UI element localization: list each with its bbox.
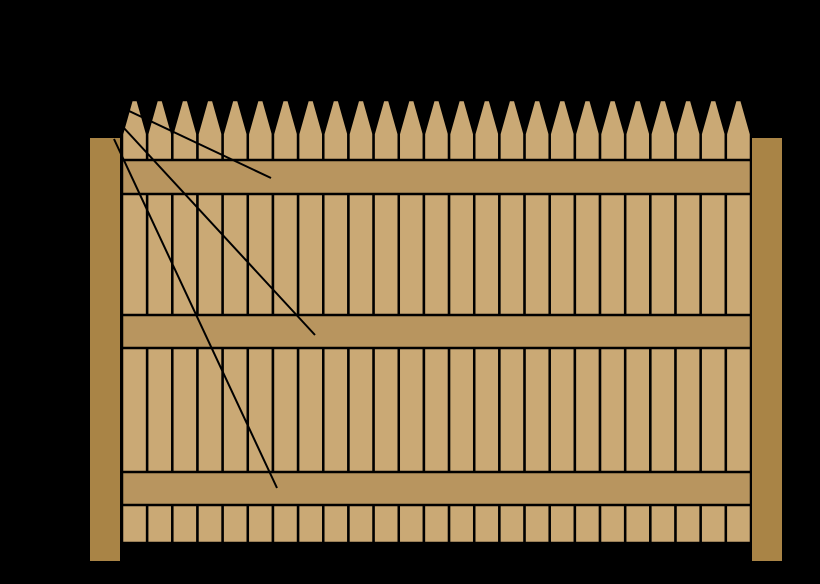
rails-group — [120, 158, 753, 507]
leader-line-middle-rail — [122, 126, 316, 336]
right-post — [752, 138, 782, 561]
top-rail — [120, 158, 753, 196]
bottom-rail — [120, 470, 753, 507]
leader-lines-group — [113, 109, 316, 489]
posts-group — [90, 138, 782, 561]
middle-rail — [120, 313, 753, 350]
leader-line-top-rail — [126, 109, 272, 179]
left-post — [90, 138, 120, 561]
leader-line-bottom-rail — [113, 138, 278, 489]
